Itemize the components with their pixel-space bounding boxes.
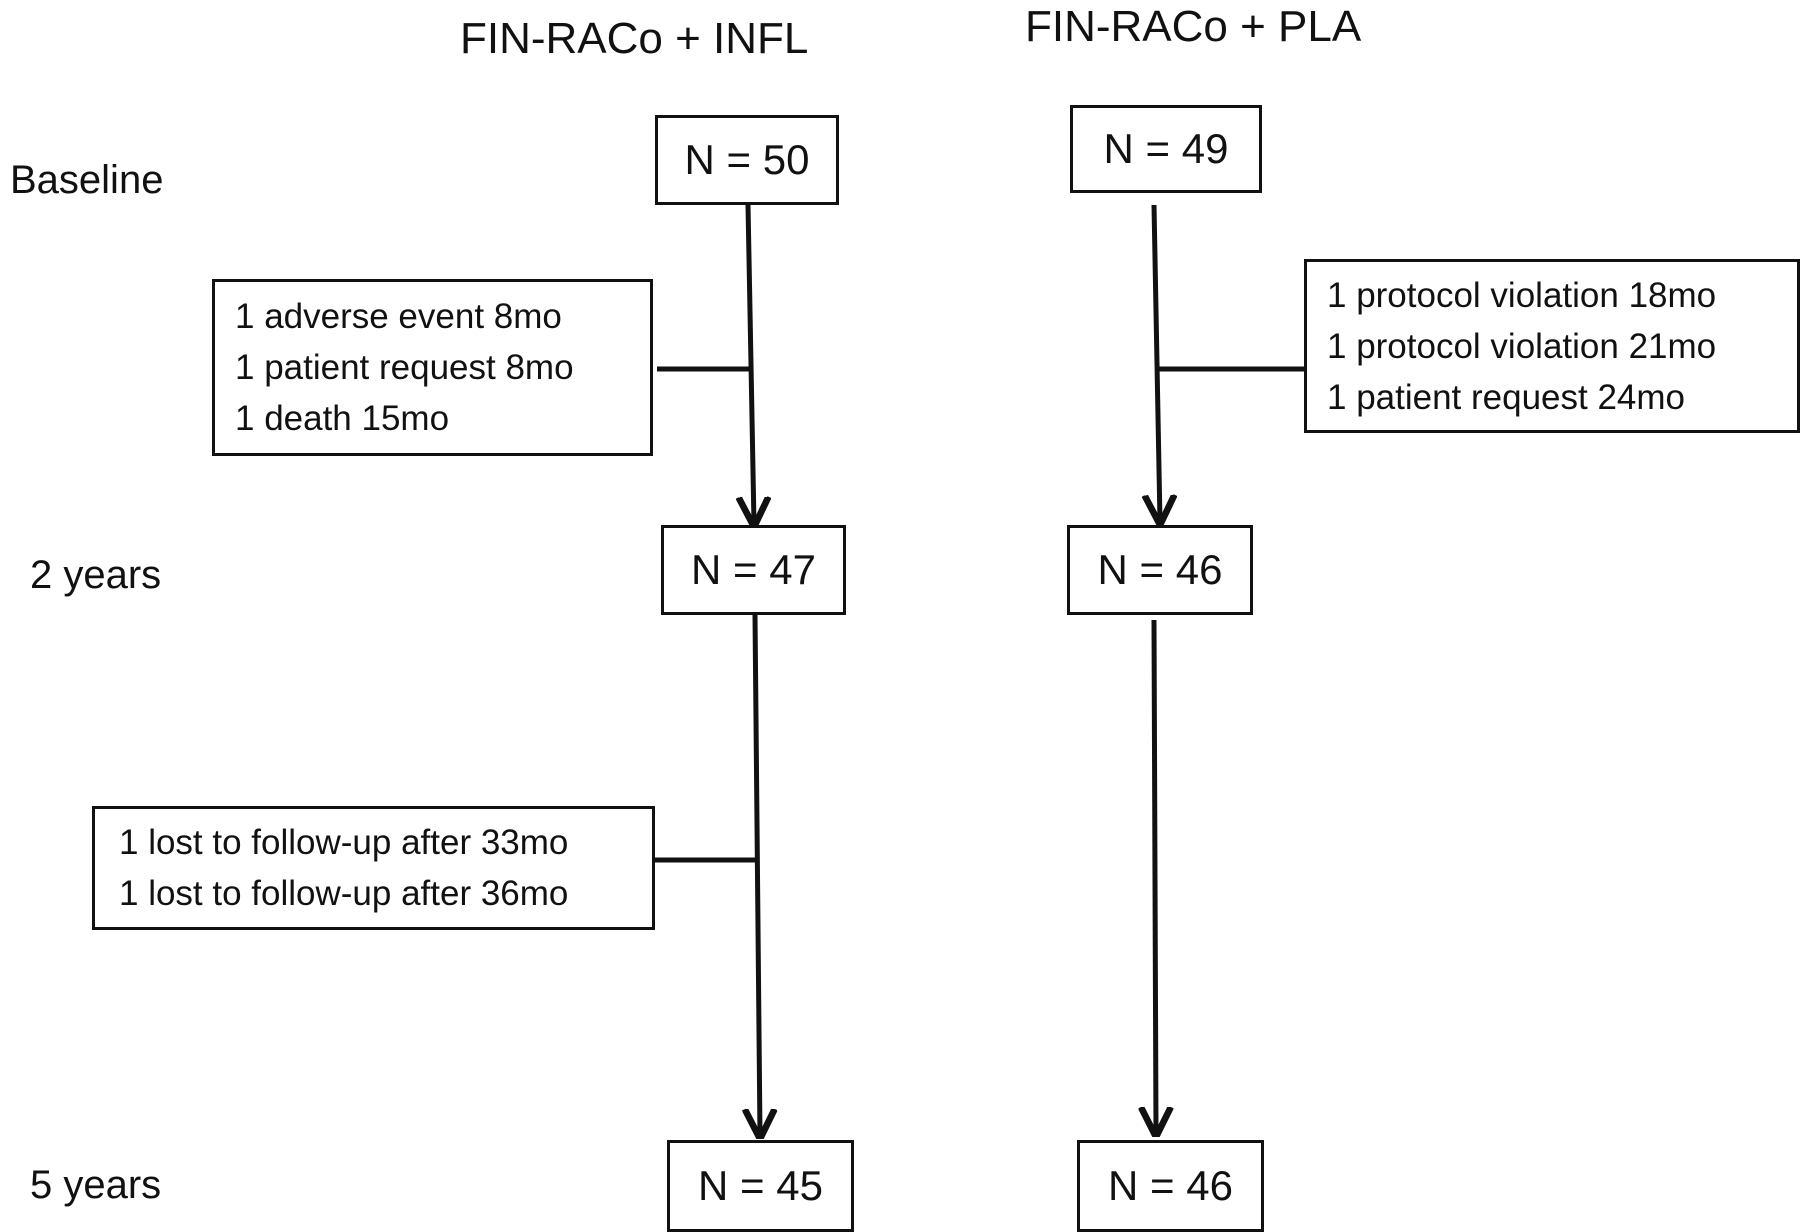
pla-exits-box-1: 1 protocol violation 18mo 1 protocol vio… xyxy=(1304,259,1800,433)
pla-exit-item: 1 patient request 24mo xyxy=(1327,377,1686,417)
arrow-pla-2y-to-5y xyxy=(1154,619,1156,1134)
infl-2-year-box: N = 47 xyxy=(661,525,846,615)
pla-baseline-box: N = 49 xyxy=(1070,105,1262,193)
column-title-pla: FIN-RACo + PLA xyxy=(1025,2,1362,51)
infl-exits-box-2: 1 lost to follow-up after 33mo 1 lost to… xyxy=(92,806,655,930)
pla-2-year-box: N = 46 xyxy=(1067,525,1253,615)
infl-exit-item: 1 lost to follow-up after 33mo xyxy=(119,823,569,862)
infl-exit-item: 1 patient request 8mo xyxy=(235,348,574,387)
pla-exit-item: 1 protocol violation 21mo xyxy=(1327,326,1717,366)
infl-exit-item: 1 death 15mo xyxy=(235,399,450,438)
row-label-5-years: 5 years xyxy=(30,1163,162,1207)
arrow-infl-baseline-to-2y xyxy=(748,204,754,524)
row-label-2-years: 2 years xyxy=(30,553,162,597)
infl-baseline-box: N = 50 xyxy=(655,115,839,205)
row-label-baseline: Baseline xyxy=(10,158,164,202)
infl-exit-item: 1 adverse event 8mo xyxy=(235,297,562,336)
infl-5-year-box: N = 45 xyxy=(667,1140,854,1232)
column-title-infl: FIN-RACo + INFL xyxy=(460,14,809,63)
infl-exits-box-1: 1 adverse event 8mo 1 patient request 8m… xyxy=(212,279,653,456)
pla-exit-item: 1 protocol violation 18mo xyxy=(1327,275,1717,315)
arrow-infl-2y-to-5y xyxy=(755,614,760,1136)
pla-5-year-box: N = 46 xyxy=(1077,1140,1264,1232)
infl-exit-item: 1 lost to follow-up after 36mo xyxy=(119,874,569,913)
arrow-pla-baseline-to-2y xyxy=(1154,204,1160,522)
